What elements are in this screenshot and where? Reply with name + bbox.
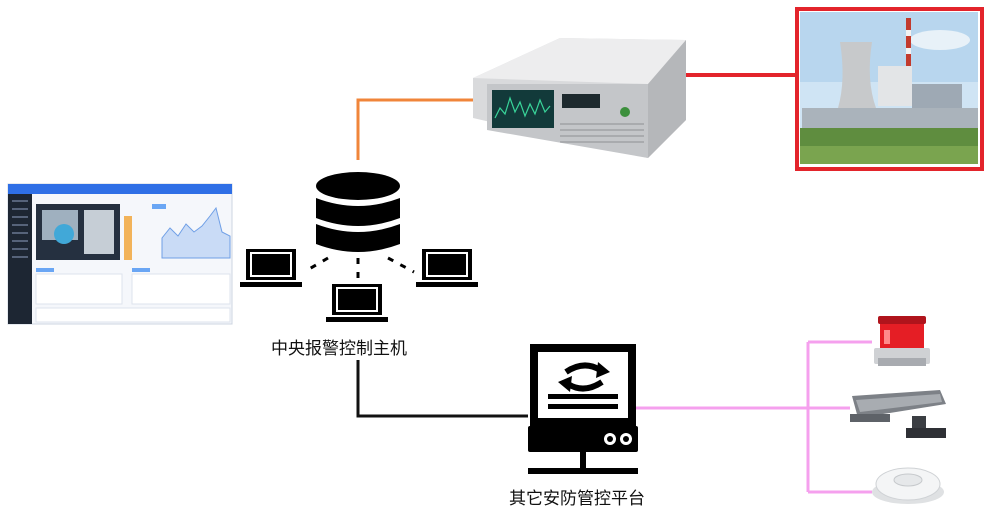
black-link xyxy=(356,360,528,418)
alarm-light xyxy=(874,316,930,366)
laptop-icon xyxy=(240,249,302,287)
laptop-icon xyxy=(416,249,478,287)
magenta-links xyxy=(636,340,872,494)
laptop-icon xyxy=(326,284,388,322)
database-icon xyxy=(316,172,400,252)
db-connectors xyxy=(303,256,415,282)
server-rack xyxy=(473,38,686,158)
surveillance-camera xyxy=(850,390,946,438)
monitor-sync-icon xyxy=(528,344,638,474)
central-host-label: 中央报警控制主机 xyxy=(271,339,407,359)
smoke-detector xyxy=(872,467,944,504)
orange-link xyxy=(356,98,473,160)
dashboard-screenshot xyxy=(7,183,233,325)
security-platform-label: 其它安防管控平台 xyxy=(509,489,645,509)
power-plant-photo xyxy=(800,12,978,164)
photo-frame xyxy=(795,7,984,171)
